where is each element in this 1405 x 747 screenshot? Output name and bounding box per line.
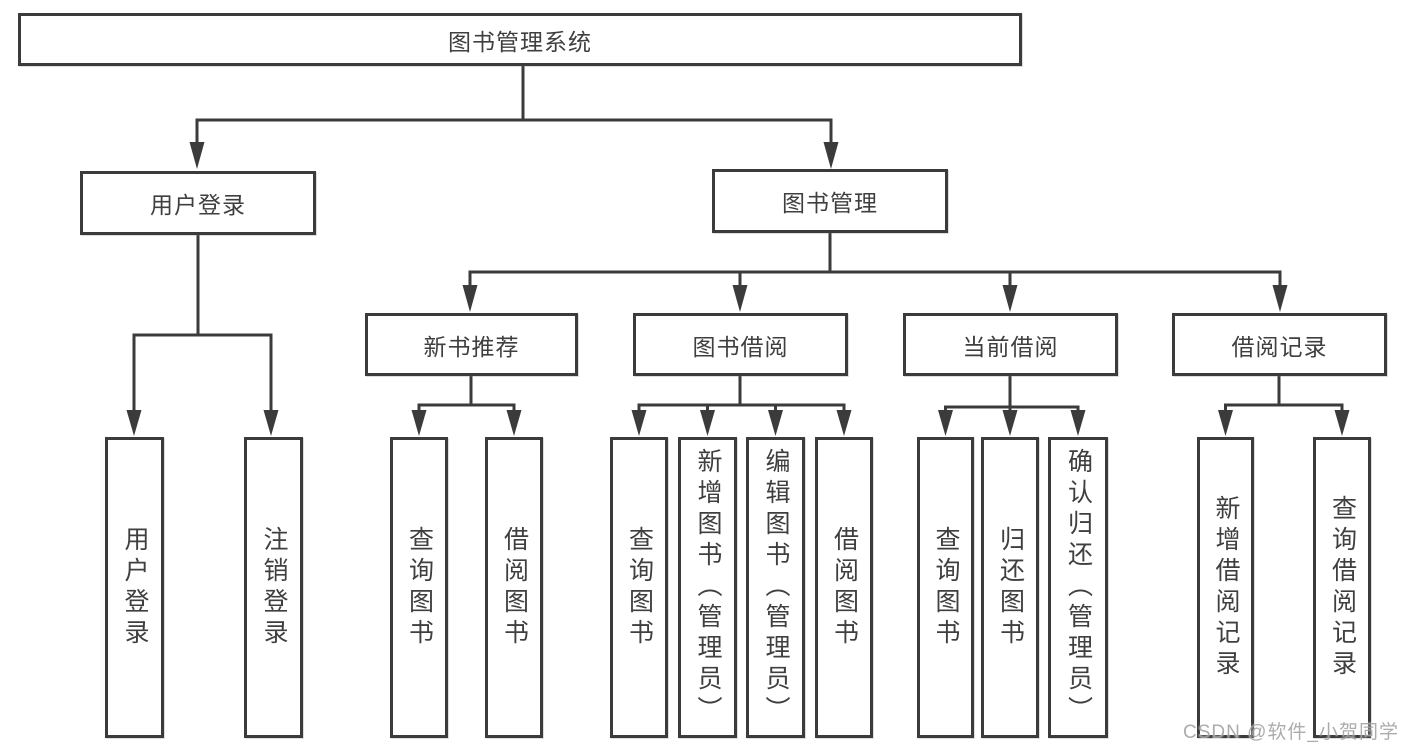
- leaf-borrow-books: 借阅图书: [485, 437, 543, 738]
- node-library-system: 图书管理系统: [18, 13, 1022, 66]
- node-book-borrowing: 图书借阅: [633, 313, 848, 376]
- node-borrowing-records: 借阅记录: [1172, 313, 1387, 376]
- node-new-book-recommendation: 新书推荐: [365, 313, 578, 376]
- connector-current-borrow-to-leaves: [938, 376, 1086, 436]
- connector-borrow-records-to-leaves: [1218, 376, 1350, 436]
- leaf-add-book-admin: 新增图书（管理员）: [678, 437, 737, 738]
- connector-book-borrowing-to-leaves: [631, 376, 852, 436]
- node-user-login: 用户登录: [80, 171, 316, 235]
- connector-root-to-level2: [189, 66, 839, 169]
- leaf-borrow-books: 借阅图书: [815, 437, 873, 738]
- connector-new-book-rec-to-leaves: [411, 376, 522, 436]
- leaf-query-books: 查询图书: [917, 437, 974, 738]
- leaf-add-borrow-record: 新增借阅记录: [1197, 437, 1254, 738]
- leaf-query-books: 查询图书: [610, 437, 668, 738]
- connector-book-management-to-level3: [462, 233, 1288, 312]
- leaf-logout: 注销登录: [244, 437, 303, 738]
- leaf-confirm-return-admin: 确认归还（管理员）: [1048, 437, 1108, 738]
- csdn-watermark: CSDN @软件_小贺同学: [1183, 722, 1399, 743]
- leaf-return-book: 归还图书: [981, 437, 1039, 738]
- node-book-management: 图书管理: [712, 169, 948, 233]
- leaf-query-borrow-record: 查询借阅记录: [1313, 437, 1371, 738]
- connector-user-login-to-leaves: [126, 235, 279, 436]
- node-current-borrowing: 当前借阅: [903, 313, 1118, 376]
- leaf-user-login: 用户登录: [105, 437, 164, 738]
- leaf-edit-book-admin: 编辑图书（管理员）: [746, 437, 805, 738]
- leaf-query-books: 查询图书: [390, 437, 448, 738]
